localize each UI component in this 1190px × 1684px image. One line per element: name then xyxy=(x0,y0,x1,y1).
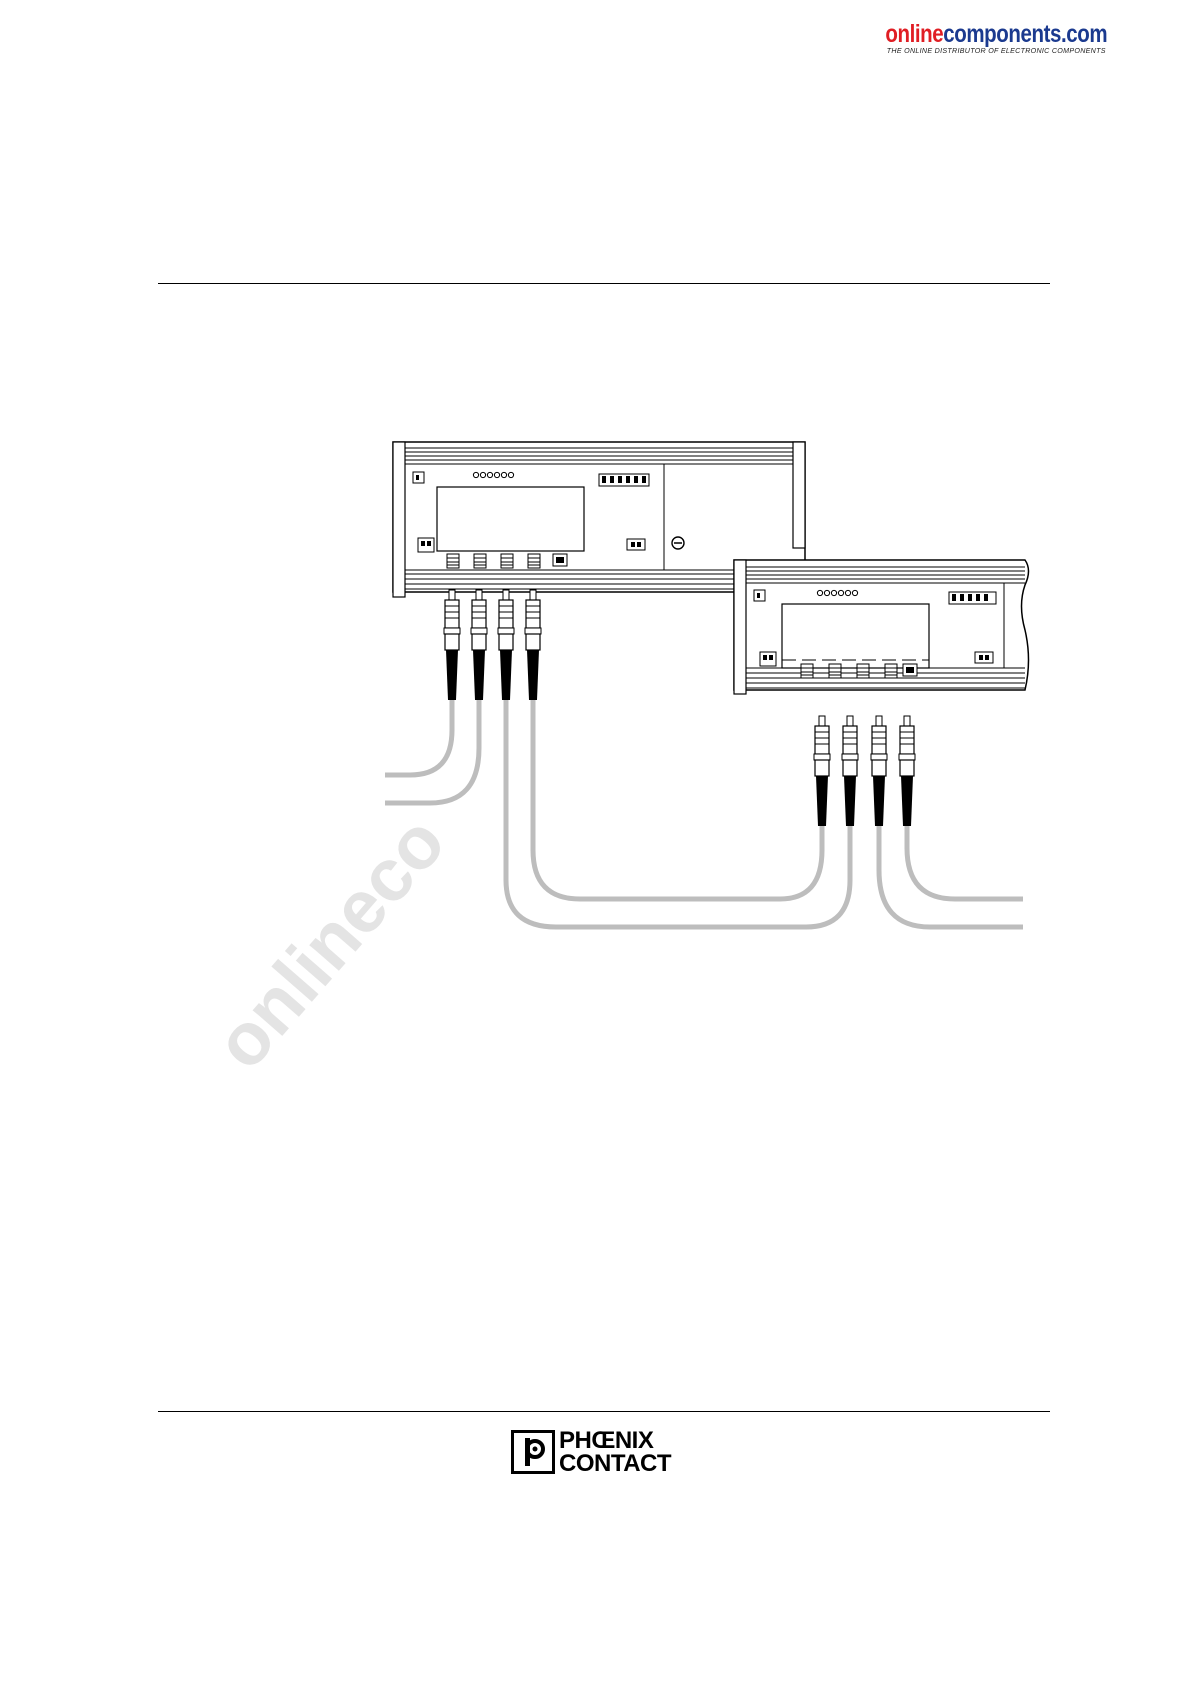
connection-diagram xyxy=(380,430,1040,950)
top-divider xyxy=(158,283,1050,284)
device-2 xyxy=(734,560,1029,694)
brand-tagline: THE ONLINE DISTRIBUTOR OF ELECTRONIC COM… xyxy=(868,46,1125,55)
fiber-cables xyxy=(385,685,1023,927)
brand-name-part2: components.com xyxy=(944,20,1108,48)
logo-line-1: PHŒNIX xyxy=(559,1430,653,1452)
connectors-device-1 xyxy=(444,590,541,700)
brand-name-part1: online xyxy=(886,20,944,48)
connectors-device-2 xyxy=(814,716,915,826)
brand-logo: onlinecomponents.com THE ONLINE DISTRIBU… xyxy=(861,20,1132,55)
bottom-divider xyxy=(158,1411,1050,1412)
logo-line-2: CONTACT xyxy=(559,1453,671,1475)
logo-mark-icon xyxy=(511,1430,555,1474)
brand-name: onlinecomponents.com xyxy=(886,20,1108,49)
phoenix-contact-logo: PHŒNIX CONTACT xyxy=(511,1430,696,1480)
